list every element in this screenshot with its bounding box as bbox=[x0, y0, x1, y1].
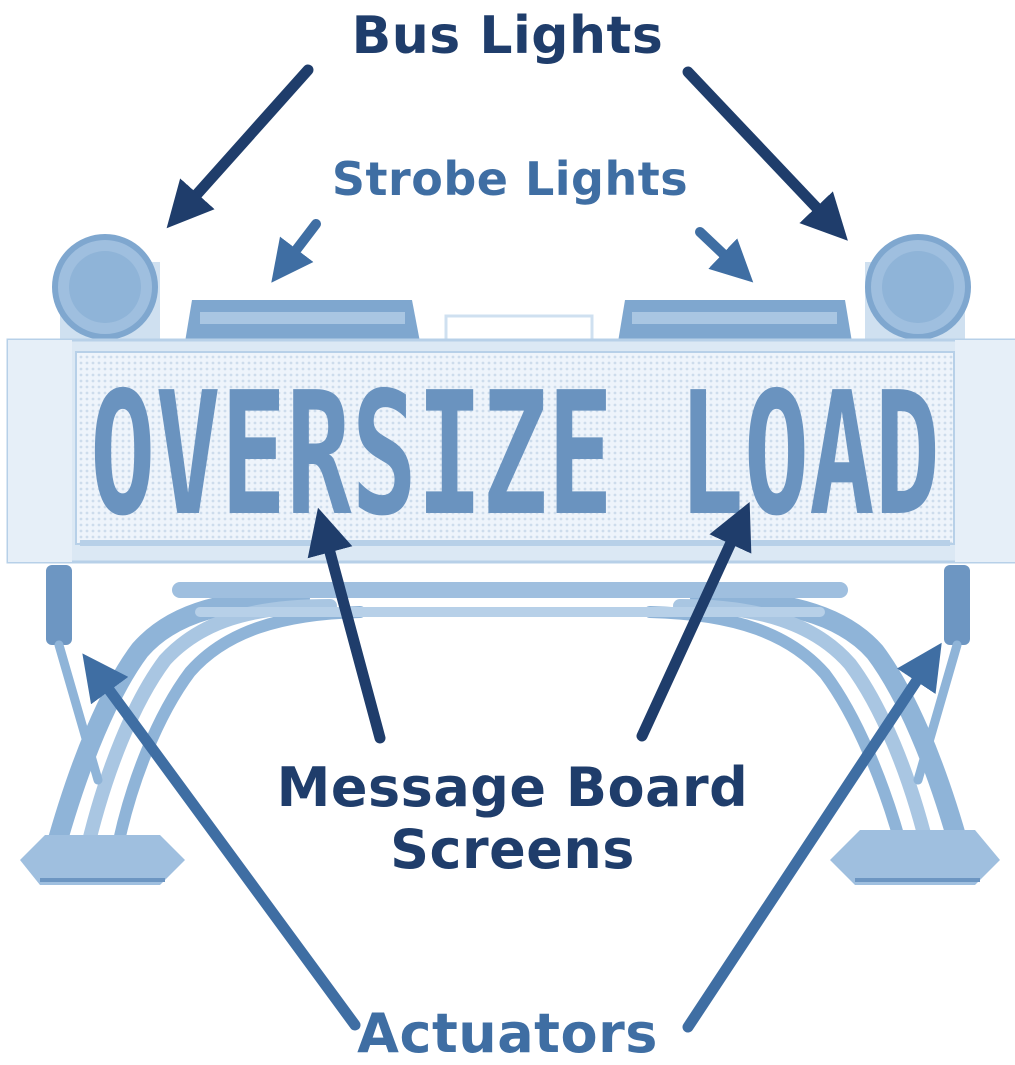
actuator-left bbox=[46, 565, 103, 785]
strobe-light-left bbox=[185, 300, 420, 342]
arrow-screen-left bbox=[307, 507, 386, 744]
strobe-light-right bbox=[618, 300, 852, 342]
callout-arrows bbox=[82, 64, 942, 1033]
arrow-bus-left bbox=[166, 64, 314, 229]
arrow-strobe-left bbox=[271, 219, 321, 283]
message-board-label-line1: Message Board bbox=[276, 756, 749, 819]
actuators-label: Actuators bbox=[357, 1002, 658, 1065]
actuator-right bbox=[913, 565, 970, 785]
bus-light-right bbox=[865, 234, 971, 342]
bus-light-left bbox=[52, 234, 160, 342]
message-board-screen: OVERSIZE LOAD bbox=[75, 351, 955, 554]
message-board-label-line2: Screens bbox=[390, 818, 635, 881]
screen-message: OVERSIZE LOAD bbox=[90, 356, 940, 554]
arrow-strobe-right bbox=[695, 227, 754, 283]
stand-feet bbox=[20, 830, 1000, 885]
arrow-actuator-left bbox=[82, 653, 361, 1031]
bus-lights-label: Bus Lights bbox=[351, 6, 664, 66]
arrow-actuator-right bbox=[682, 642, 942, 1033]
arrow-bus-right bbox=[682, 66, 848, 241]
stand-frame bbox=[45, 582, 970, 866]
arrow-screen-right bbox=[636, 502, 752, 742]
message-board-label: Message Board Screens bbox=[240, 757, 785, 881]
strobe-lights-label: Strobe Lights bbox=[331, 152, 689, 206]
